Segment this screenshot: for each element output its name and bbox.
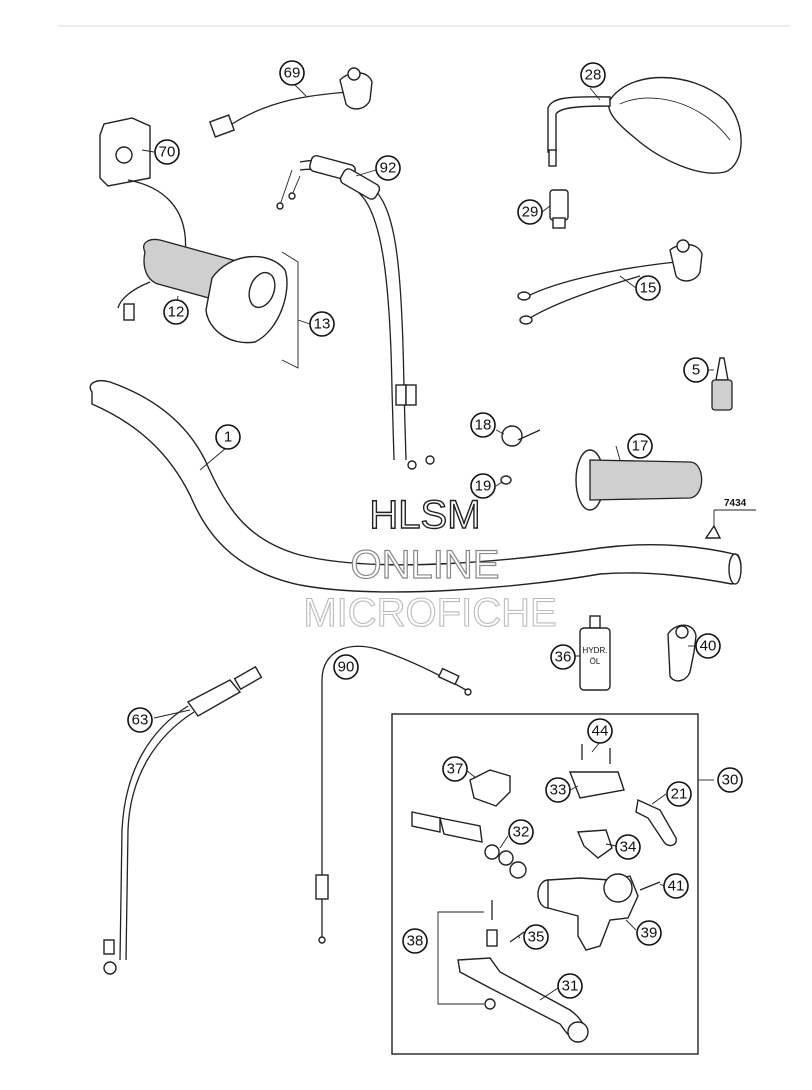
callout-label: 90: [338, 659, 355, 676]
callout-17: 17: [627, 433, 653, 459]
callout-label: 1: [224, 429, 232, 446]
watermark: HLSM ONLINE MICROFICHE: [303, 492, 557, 635]
callout-36: 36: [550, 644, 576, 670]
switch-69: [208, 67, 373, 138]
callout-69: 69: [279, 60, 305, 86]
bottle-label-line2: ÖL: [590, 657, 601, 666]
callout-32: 32: [508, 819, 534, 845]
callout-28: 28: [580, 62, 606, 88]
callout-label: 38: [407, 933, 424, 950]
callout-38: 38: [402, 928, 428, 954]
callout-label: 35: [528, 929, 545, 946]
callout-63: 63: [127, 707, 153, 733]
grip-left: [575, 449, 703, 511]
switch-15: [517, 239, 703, 325]
callout-label: 17: [632, 438, 649, 455]
callout-label: 69: [284, 65, 301, 82]
callout-label: 33: [550, 782, 567, 799]
clutch-box: [391, 713, 714, 1055]
speedo-cable: [103, 665, 263, 975]
callout-12: 12: [163, 299, 189, 325]
callout-label: 21: [671, 786, 688, 803]
clutch-cable: [315, 645, 472, 944]
callout-label: 44: [592, 723, 609, 740]
callout-13: 13: [309, 311, 335, 337]
callouts: 1 5 12 13 15 17 18 19 21 28 29 30 31 32 …: [127, 60, 743, 999]
washer: [500, 475, 512, 485]
callout-label: 19: [475, 478, 492, 495]
callout-label: 36: [555, 649, 572, 666]
callout-label: 70: [159, 144, 176, 161]
callout-37: 37: [442, 756, 468, 782]
throttle-assembly: [99, 117, 299, 369]
callout-33: 33: [545, 777, 571, 803]
mirror: [547, 76, 742, 174]
watermark-line1: HLSM: [369, 493, 480, 537]
callout-30: 30: [717, 767, 743, 793]
throttle-cables: [276, 155, 435, 470]
reference-label: 7434: [724, 498, 747, 509]
callout-34: 34: [615, 834, 641, 860]
callout-39: 39: [636, 920, 662, 946]
callout-29: 29: [517, 199, 543, 225]
callout-label: 39: [641, 925, 658, 942]
clutch-box-parts: [411, 744, 677, 1043]
cable-tie: [501, 425, 541, 447]
callout-90: 90: [333, 654, 359, 680]
bottle-label-line1: HYDR.: [583, 646, 608, 655]
callout-15: 15: [635, 275, 661, 301]
callout-label: 15: [640, 280, 657, 297]
callout-1: 1: [215, 424, 241, 450]
callout-92: 92: [375, 155, 401, 181]
callout-label: 13: [314, 316, 331, 333]
callout-21: 21: [666, 781, 692, 807]
callout-19: 19: [470, 473, 496, 499]
callout-35: 35: [523, 924, 549, 950]
callout-31: 31: [557, 973, 583, 999]
callout-label: 18: [475, 417, 492, 434]
watermark-line2: ONLINE: [351, 543, 500, 587]
callout-40: 40: [695, 633, 721, 659]
callout-44: 44: [587, 718, 613, 744]
callout-label: 5: [692, 362, 700, 379]
callout-label: 40: [700, 638, 717, 655]
oil-bottle: HYDR. ÖL: [579, 615, 611, 691]
callout-label: 12: [168, 304, 185, 321]
handlebar: [89, 380, 742, 593]
callout-label: 37: [447, 761, 464, 778]
callout-label: 32: [513, 824, 530, 841]
grip-glue: [711, 357, 733, 411]
callout-label: 63: [132, 712, 149, 729]
callout-label: 31: [562, 978, 579, 995]
callout-5: 5: [683, 357, 709, 383]
callout-label: 30: [722, 772, 739, 789]
callout-label: 92: [380, 160, 397, 177]
watermark-line3: MICROFICHE: [303, 591, 556, 635]
callout-18: 18: [470, 412, 496, 438]
callout-label: 34: [620, 839, 637, 856]
callout-41: 41: [663, 873, 689, 899]
callout-label: 29: [522, 204, 539, 221]
end-plug: [704, 509, 756, 539]
callout-label: 41: [668, 878, 685, 895]
mirror-adapter: [549, 189, 569, 229]
clamp-40: [667, 624, 697, 682]
callout-70: 70: [154, 139, 180, 165]
callout-label: 28: [585, 67, 602, 84]
